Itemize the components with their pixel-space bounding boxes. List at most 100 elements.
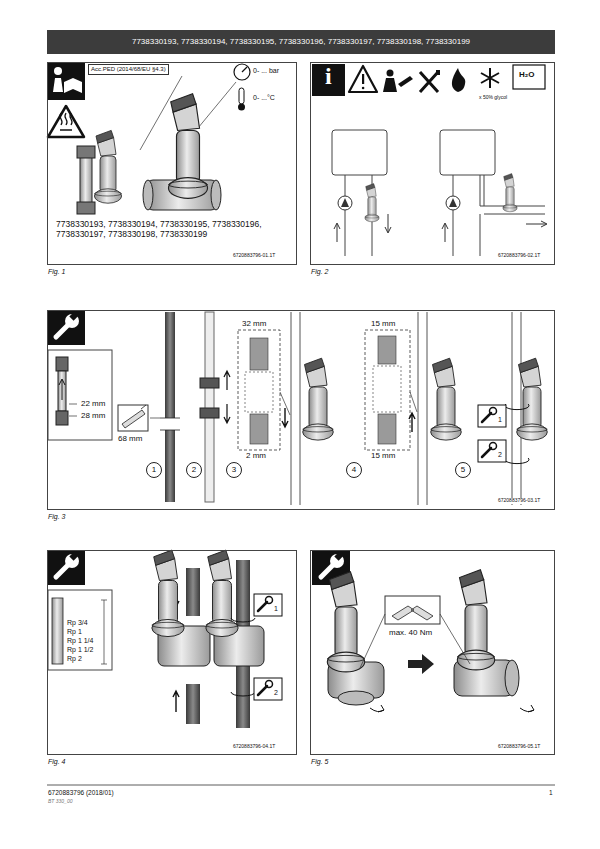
- valve: [206, 550, 238, 636]
- figure-code: 6720883796-05.1T: [497, 744, 541, 750]
- turn-arrow: [231, 692, 255, 696]
- reader-body: [53, 78, 63, 92]
- step-index: 2: [497, 451, 503, 459]
- fig4-art: [47, 550, 282, 728]
- fitting-section: [52, 598, 63, 664]
- torque-note: max. 40 Nm: [388, 628, 433, 637]
- pipe-detail: [378, 414, 396, 444]
- thread-size: Rp 1 1/4: [66, 637, 94, 645]
- figure-caption: Fig. 2: [311, 268, 329, 276]
- union-nut: [56, 411, 68, 425]
- wrench-step-icon: [478, 440, 506, 462]
- move-arrow: [224, 371, 230, 390]
- dimension: 68 mm: [117, 434, 143, 443]
- turn-arrow: [231, 618, 255, 622]
- frost-icon: [481, 68, 499, 88]
- flow-arrow: [526, 221, 547, 227]
- step-number: 3: [226, 462, 242, 478]
- heat-waves: [60, 113, 72, 130]
- figure-caption: Fig. 5: [311, 758, 329, 766]
- thermometer: [239, 88, 244, 104]
- pipe: [291, 312, 300, 505]
- footer-rule: [47, 785, 555, 786]
- flame-icon: [452, 68, 465, 92]
- move-arrow: [173, 691, 179, 712]
- figure-panel: Fig. 5: [310, 550, 555, 755]
- wrench-step-icon: [478, 405, 506, 427]
- installer-head: [387, 70, 394, 77]
- header-band: 7738330193, 7738330194, 7738330195, 7738…: [47, 30, 555, 54]
- valve: [152, 550, 184, 636]
- leader-line: [198, 82, 236, 128]
- fig3-art: [47, 310, 547, 505]
- leader-line: [360, 614, 385, 668]
- wrench-step-icon: [254, 678, 282, 700]
- union-nut: [77, 146, 95, 158]
- figure-code: 6720883796-03.1T: [497, 498, 541, 504]
- dimension: 28 mm: [80, 411, 106, 420]
- wrench-step-icon: [254, 594, 282, 616]
- water-icon-frame: [513, 65, 545, 89]
- boiler: [440, 130, 495, 175]
- step-number: 2: [186, 462, 202, 478]
- saw-icon: [122, 405, 146, 428]
- figure-code: 6720883796-04.1T: [232, 744, 276, 750]
- glycol-note: x 50% glycol: [478, 95, 508, 101]
- flow-arrow: [385, 214, 391, 233]
- warning-triangle: [349, 66, 377, 92]
- approval-note: Acc.PED (2014/68/EU §4.3): [88, 64, 169, 75]
- pipe-detail: [250, 338, 268, 370]
- water-mark: H₂O: [518, 70, 536, 79]
- dimension: 2 mm: [245, 451, 267, 460]
- pipe-piece: [58, 371, 66, 411]
- pliers-icon: [392, 606, 433, 620]
- dimension-line: [69, 404, 77, 416]
- turn-arrow: [520, 705, 534, 712]
- flow-arrow: [334, 223, 340, 242]
- flow-arrow: [442, 223, 448, 242]
- detail-frame: [365, 330, 410, 450]
- move-arrow: [409, 413, 415, 432]
- valve: [327, 572, 364, 672]
- print-code: BT 330_00: [47, 799, 73, 805]
- union-nut: [200, 408, 219, 418]
- model-numbers: 7738330193, 7738330194, 7738330195, 7738…: [55, 220, 295, 240]
- union-nut: [77, 202, 95, 214]
- pump-mark: [341, 198, 349, 207]
- figure-panel: Fig. 2: [310, 62, 555, 265]
- pipe: [186, 684, 200, 724]
- valve: [517, 358, 548, 440]
- manual-icon: [47, 62, 85, 100]
- pipe: [165, 430, 175, 502]
- pipe: [418, 312, 427, 505]
- gauge-needle: [242, 67, 247, 72]
- pipes: [453, 175, 545, 256]
- figure-code: 6720883796-01.1T: [232, 253, 276, 259]
- fig2-art: [312, 64, 547, 256]
- flow-arrow: [59, 379, 65, 400]
- fig1-art: [47, 62, 250, 214]
- fig5-art: [312, 550, 534, 712]
- warning-dot: [362, 87, 365, 90]
- callout-number: 5: [461, 465, 465, 474]
- fitting-end: [505, 660, 519, 696]
- step-arrow: [408, 654, 434, 674]
- valve: [431, 358, 462, 440]
- pump: [338, 196, 352, 210]
- figure-panel: Fig. 312345: [47, 310, 555, 510]
- pipe-detail: [250, 414, 268, 444]
- warning-mark: [362, 74, 364, 84]
- tool-frame: [385, 596, 440, 624]
- book: [64, 78, 82, 93]
- detail-frame: [238, 330, 280, 450]
- hot-surface-warning: [48, 106, 84, 137]
- page-number: 1: [548, 789, 554, 796]
- pipe: [512, 312, 521, 505]
- step-number: 4: [346, 462, 362, 478]
- figure-caption: Fig. 3: [48, 513, 66, 521]
- thread-size: Rp 2: [66, 655, 83, 663]
- valve-small: [503, 174, 517, 212]
- pump: [446, 196, 460, 210]
